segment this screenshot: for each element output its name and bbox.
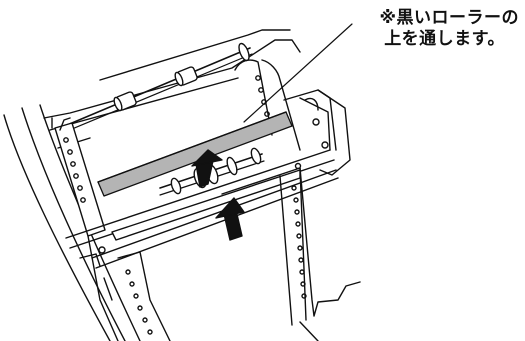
right-frame xyxy=(283,89,351,176)
black-roller xyxy=(97,111,293,197)
lower-frame xyxy=(87,235,319,341)
annotation-line-2: 上を通します。 xyxy=(384,29,505,49)
up-right-arrow-icon-upper xyxy=(191,149,223,188)
upper-roller-2 xyxy=(174,66,198,87)
annotation-line-1: ※黒いローラーの xyxy=(379,8,519,28)
roller-annotation: ※黒いローラーの 上を通します。 xyxy=(319,8,519,50)
upper-roller-1 xyxy=(113,91,137,112)
callout-leader-line xyxy=(243,23,353,123)
upper-roller-rod xyxy=(59,47,253,135)
paper-sheet-lower xyxy=(117,167,361,341)
left-tractor xyxy=(54,117,106,237)
up-right-arrow-icon-lower xyxy=(215,197,245,241)
front-guide-plate xyxy=(65,149,339,269)
